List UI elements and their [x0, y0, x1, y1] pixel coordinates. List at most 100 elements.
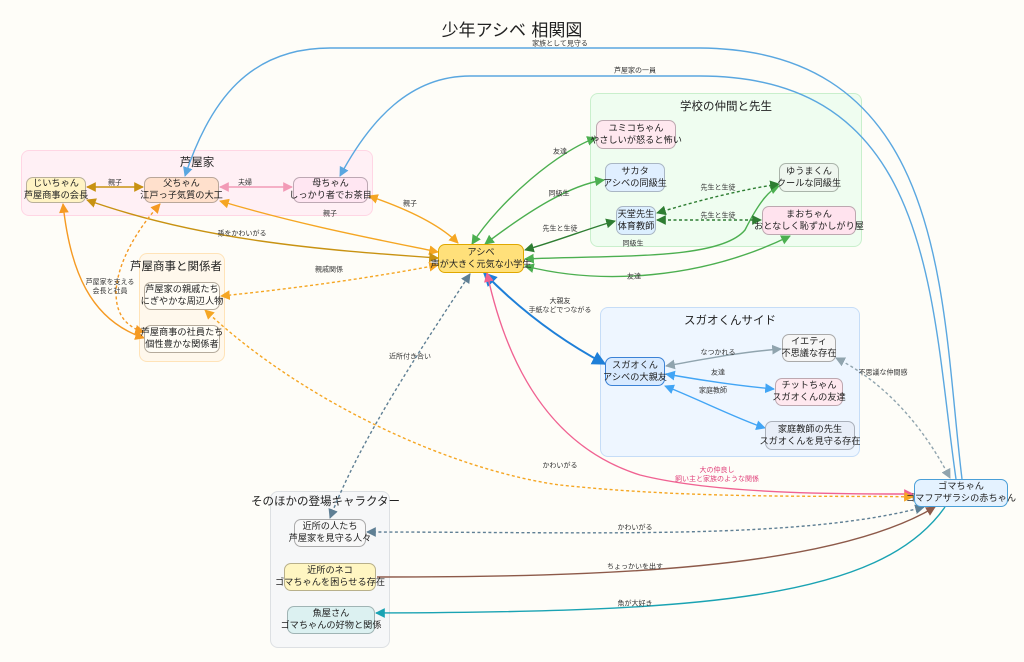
edge-label-ashibe-yumiko: 友達: [553, 147, 567, 156]
node-description: 個性豊かな関係者: [145, 339, 219, 350]
node-name: 天堂先生: [617, 208, 655, 220]
edge-tendo-yuma: [656, 180, 780, 216]
node-yumakun[interactable]: ゆうまくん クールな同級生: [776, 163, 842, 192]
edge-chichi-shain: [115, 203, 161, 335]
node-kinjo-no-neko[interactable]: 近所のネコ ゴマちゃんを困らせる存在: [275, 563, 385, 591]
edge-label-ashibe-shinseki: 親戚関係: [315, 265, 343, 274]
edge-goma-haha: [339, 75, 957, 480]
node-gomachan[interactable]: ゴマちゃん ゴマフアザラシの赤ちゃん: [906, 479, 1016, 507]
edge-label-ashibe-mao: 友達: [627, 272, 641, 281]
edge-label-neko-goma: ちょっかいを出す: [607, 562, 663, 571]
edge-label-tendo-mao: 先生と生徒: [700, 211, 736, 220]
node-description: クールな同級生: [776, 177, 842, 189]
edge-goma-kinjo: [366, 504, 925, 537]
edge-label-goma-chichi: 家族として見守る: [532, 39, 588, 48]
node-shain[interactable]: 芦屋商事の社員たち 個性豊かな関係者: [141, 325, 223, 353]
node-description: にぎやかな周辺人物: [140, 296, 224, 307]
edge-goma-chichi: [183, 47, 963, 480]
node-name: 家庭教師の先生: [777, 423, 843, 435]
node-description: ゴマちゃんの好物と関係: [280, 620, 382, 631]
edge-label-goma-haha: 芦屋家の一員: [614, 66, 656, 75]
edge-label-ashibe-sugao: 大親友手紙などでつながる: [528, 297, 592, 314]
edge-label-sugao-chitto: 友達: [711, 368, 725, 377]
node-description: スガオくんを見守る存在: [759, 435, 861, 447]
node-description: 不思議な存在: [781, 348, 837, 359]
edge-label-sugao-ieti: なつかれる: [700, 348, 736, 357]
node-description: スガオくんの友達: [772, 392, 846, 403]
node-yumiko[interactable]: ユミコちゃん やさしいが怒ると怖い: [590, 120, 682, 149]
node-sugaokun[interactable]: スガオくん アシベの大親友: [603, 357, 667, 386]
edge-label-chichi-haha: 夫婦: [238, 178, 252, 187]
edge-ashibe-sugao: [483, 271, 607, 365]
node-description: 芦屋商事の会長: [23, 190, 89, 201]
node-name: ユミコちゃん: [608, 122, 664, 134]
edge-label-sugao-katei: 家庭教師: [699, 386, 727, 395]
node-name: 母ちゃん: [312, 178, 349, 189]
node-maochan[interactable]: まおちゃん おとなしく恥ずかしがり屋: [754, 206, 864, 235]
node-description: ゴマフアザラシの赤ちゃん: [905, 493, 1017, 504]
node-ieti[interactable]: イエティ 不思議な存在: [781, 334, 837, 362]
node-kinjo-no-hito[interactable]: 近所の人たち 芦屋家を見守る人々: [289, 519, 371, 547]
edge-label-tendo-yuma: 先生と生徒: [700, 183, 736, 192]
node-name: 近所のネコ: [307, 565, 353, 576]
node-description: ゴマちゃんを困らせる存在: [274, 577, 386, 588]
edge-label-goma-kinjo: かわいがる: [617, 523, 653, 532]
edge-shinseki-goma: [204, 309, 914, 502]
node-name: ゆうまくん: [786, 165, 832, 177]
node-jiichan[interactable]: じいちゃん 芦屋商事の会長: [23, 177, 89, 203]
node-name: まおちゃん: [786, 208, 832, 220]
node-description: 体育教師: [617, 220, 655, 232]
node-description: 江戸っ子気質の大工: [140, 190, 223, 201]
edge-goma-sakanaya: [375, 506, 946, 618]
edge-label-jii-ashibe: 孫をかわいがる: [217, 229, 267, 238]
edge-label-chichi-ashibe: 親子: [323, 209, 337, 218]
node-chittochan[interactable]: チットちゃん スガオくんの友達: [772, 378, 846, 406]
edge-label-shinseki-goma: かわいがる: [542, 461, 578, 470]
edge-kinjo-ashibe: [328, 273, 471, 519]
node-tendo-sensei[interactable]: 天堂先生 体育教師: [616, 206, 656, 235]
node-sakata[interactable]: サカタ アシベの同級生: [603, 163, 667, 192]
edge-label-ashibe-sakata: 同級生: [548, 189, 570, 198]
node-name: 父ちゃん: [163, 178, 200, 189]
node-description: やさしいが怒ると怖い: [590, 134, 682, 146]
node-name: イエティ: [790, 336, 828, 347]
node-name: 芦屋商事の社員たち: [140, 327, 224, 338]
edge-label-haha-ashibe: 親子: [403, 199, 417, 208]
node-tochan[interactable]: 父ちゃん 江戸っ子気質の大工: [140, 177, 223, 203]
node-name: じいちゃん: [33, 178, 79, 189]
node-kachan[interactable]: 母ちゃん しっかり者でお茶目: [289, 177, 372, 203]
node-ashibe[interactable]: アシベ 声が大きく元気な小学生: [430, 244, 532, 273]
edge-label-ashibe-tendo: 先生と生徒: [542, 224, 578, 233]
node-description: アシベの同級生: [603, 177, 667, 189]
edge-ashibe-mao: [524, 235, 791, 278]
node-description: 芦屋家を見守る人々: [288, 533, 372, 544]
node-katei-kyoshi[interactable]: 家庭教師の先生 スガオくんを見守る存在: [759, 421, 861, 450]
node-name: ゴマちゃん: [938, 481, 984, 492]
node-sakanaya[interactable]: 魚屋さん ゴマちゃんの好物と関係: [280, 606, 382, 634]
edge-label-ashibe-goma: 大の仲良し飼い主と家族のような関係: [675, 466, 759, 483]
node-name: スガオくん: [612, 359, 658, 371]
cluster-title: 学校の仲間と先生: [680, 99, 772, 113]
edge-label-kinjo-ashibe: 近所付き合い: [389, 352, 431, 361]
node-name: 芦屋家の親戚たち: [145, 284, 219, 295]
edge-neko-goma: [376, 506, 936, 578]
node-name: 近所の人たち: [302, 521, 358, 532]
edge-ashibe-sakata: [484, 176, 605, 245]
node-name: 魚屋さん: [312, 608, 350, 619]
edge-ashibe-shinseki: [220, 261, 439, 300]
edge-label-jii-shain: 芦屋家を支える会長と社員: [85, 278, 135, 295]
edge-label-goma-sakanaya: 魚が大好き: [617, 599, 653, 608]
node-description: 声が大きく元気な小学生: [430, 258, 532, 270]
edge-label-ieti-goma: 不思議な仲間感: [858, 368, 908, 377]
node-description: しっかり者でお茶目: [289, 190, 372, 201]
node-description: おとなしく恥ずかしがり屋: [754, 220, 864, 232]
node-name: サカタ: [621, 165, 649, 177]
node-shinseki[interactable]: 芦屋家の親戚たち にぎやかな周辺人物: [141, 282, 223, 310]
edge-jii-shain: [59, 203, 145, 340]
node-description: アシベの大親友: [603, 371, 667, 383]
diagram-title: 少年アシベ 相関図: [441, 21, 583, 41]
edge-label-jii-chichi: 親子: [108, 178, 122, 187]
node-name: チットちゃん: [781, 380, 837, 391]
edge-label-ashibe-yuma: 同級生: [622, 239, 644, 248]
